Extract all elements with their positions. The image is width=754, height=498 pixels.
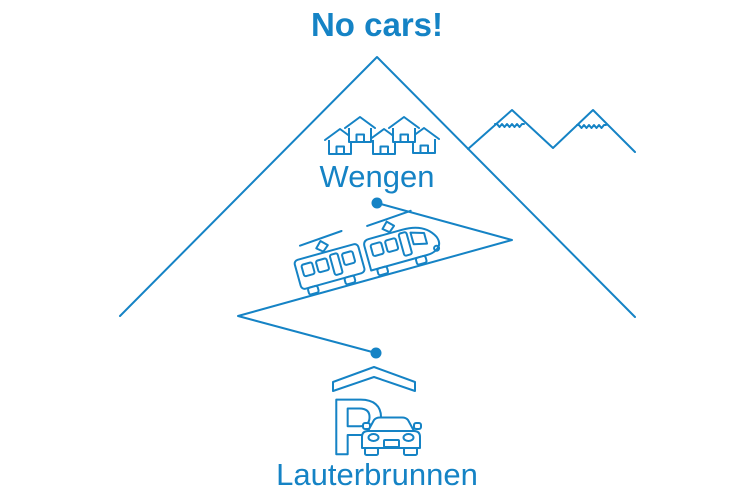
snow-peak-icon <box>467 109 636 153</box>
house-icon <box>344 116 376 143</box>
train-icon <box>293 209 441 296</box>
car-icon <box>361 416 422 456</box>
parking-garage-icon: P <box>330 366 422 472</box>
station-dot-wengen <box>371 197 383 209</box>
station-dot-lauterbrunnen <box>370 347 382 359</box>
lauterbrunnen-label: Lauterbrunnen <box>276 457 478 492</box>
garage-roof-icon <box>332 366 416 392</box>
wengen-label: Wengen <box>319 159 435 194</box>
house-icon <box>408 127 440 154</box>
page-title: No cars! <box>310 6 444 43</box>
mountain-outline-icon <box>119 56 636 318</box>
house-icon <box>388 116 420 143</box>
zigzag-railway-line <box>237 202 513 354</box>
village-houses <box>324 116 440 155</box>
